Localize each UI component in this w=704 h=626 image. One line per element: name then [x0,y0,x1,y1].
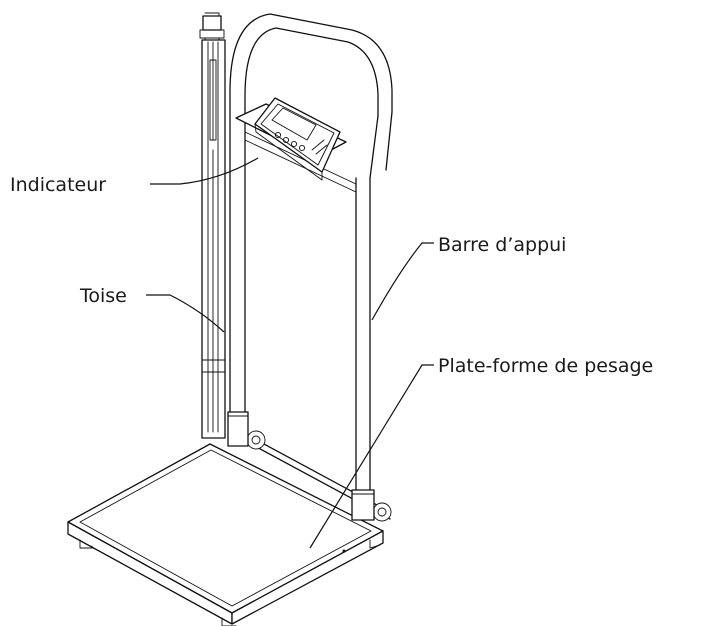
leader-toise [146,294,225,333]
weighing-platform [67,429,392,626]
label-platform: Plate-forme de pesage [438,355,653,377]
leader-lines [146,157,434,549]
label-handrail: Barre d’appui [438,234,566,256]
leader-handrail [371,242,434,321]
handrail [227,13,393,521]
label-toise: Toise [79,285,127,307]
height-rod [199,12,226,439]
indicator-display [235,97,347,181]
leader-indicator [150,157,259,185]
label-indicator: Indicateur [10,174,106,196]
leader-platform [309,364,434,549]
